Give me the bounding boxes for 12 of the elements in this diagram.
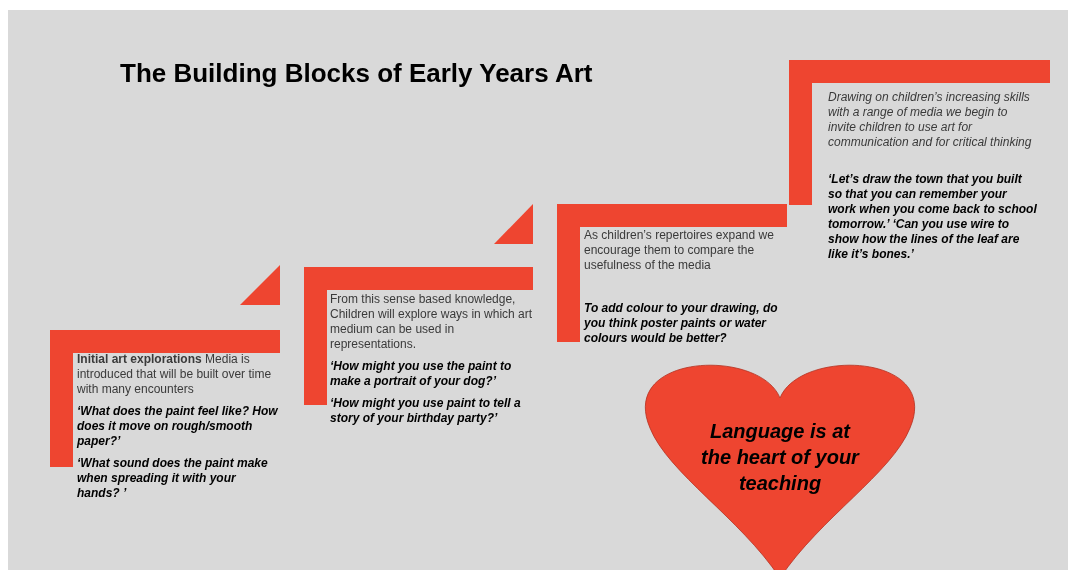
example-question: ‘How might you use the paint to make a portrait of your dog?’ bbox=[330, 359, 513, 389]
step-description: Drawing on children’s increasing skills with a range of media we begin to invite children to use art for communication and for critical thinking bbox=[828, 90, 1033, 150]
example-question: ‘What sound does the paint make when spreading it with your hands? ’ bbox=[77, 456, 269, 501]
step-description: Initial art explorations Media is introduced that will be built over time with many encounters bbox=[77, 352, 273, 397]
heart-label: Language is at the heart of your teaching bbox=[700, 419, 860, 496]
title: The Building Blocks of Early Years Art bbox=[120, 58, 593, 89]
example-question: ‘Let’s draw the town that you built so that you can remember your work when you come back to school tomorrow.’ ‘Can you use wire to show how the lines of the leaf are like it’s bones.’ bbox=[828, 172, 1038, 262]
step-description: From this sense based knowledge, Children will explore ways in which art medium can be used in representations. bbox=[330, 292, 533, 352]
example-question: ‘How might you use paint to tell a story of your birthday party?’ bbox=[330, 396, 522, 426]
step-description: As children’s repertoires expand we encourage them to compare the usefulness of the media bbox=[584, 228, 775, 273]
example-question: ‘What does the paint feel like? How does it move on rough/smooth paper?’ bbox=[77, 404, 279, 449]
example-question: To add colour to your drawing, do you think poster paints or water colours would be better? bbox=[584, 301, 779, 346]
